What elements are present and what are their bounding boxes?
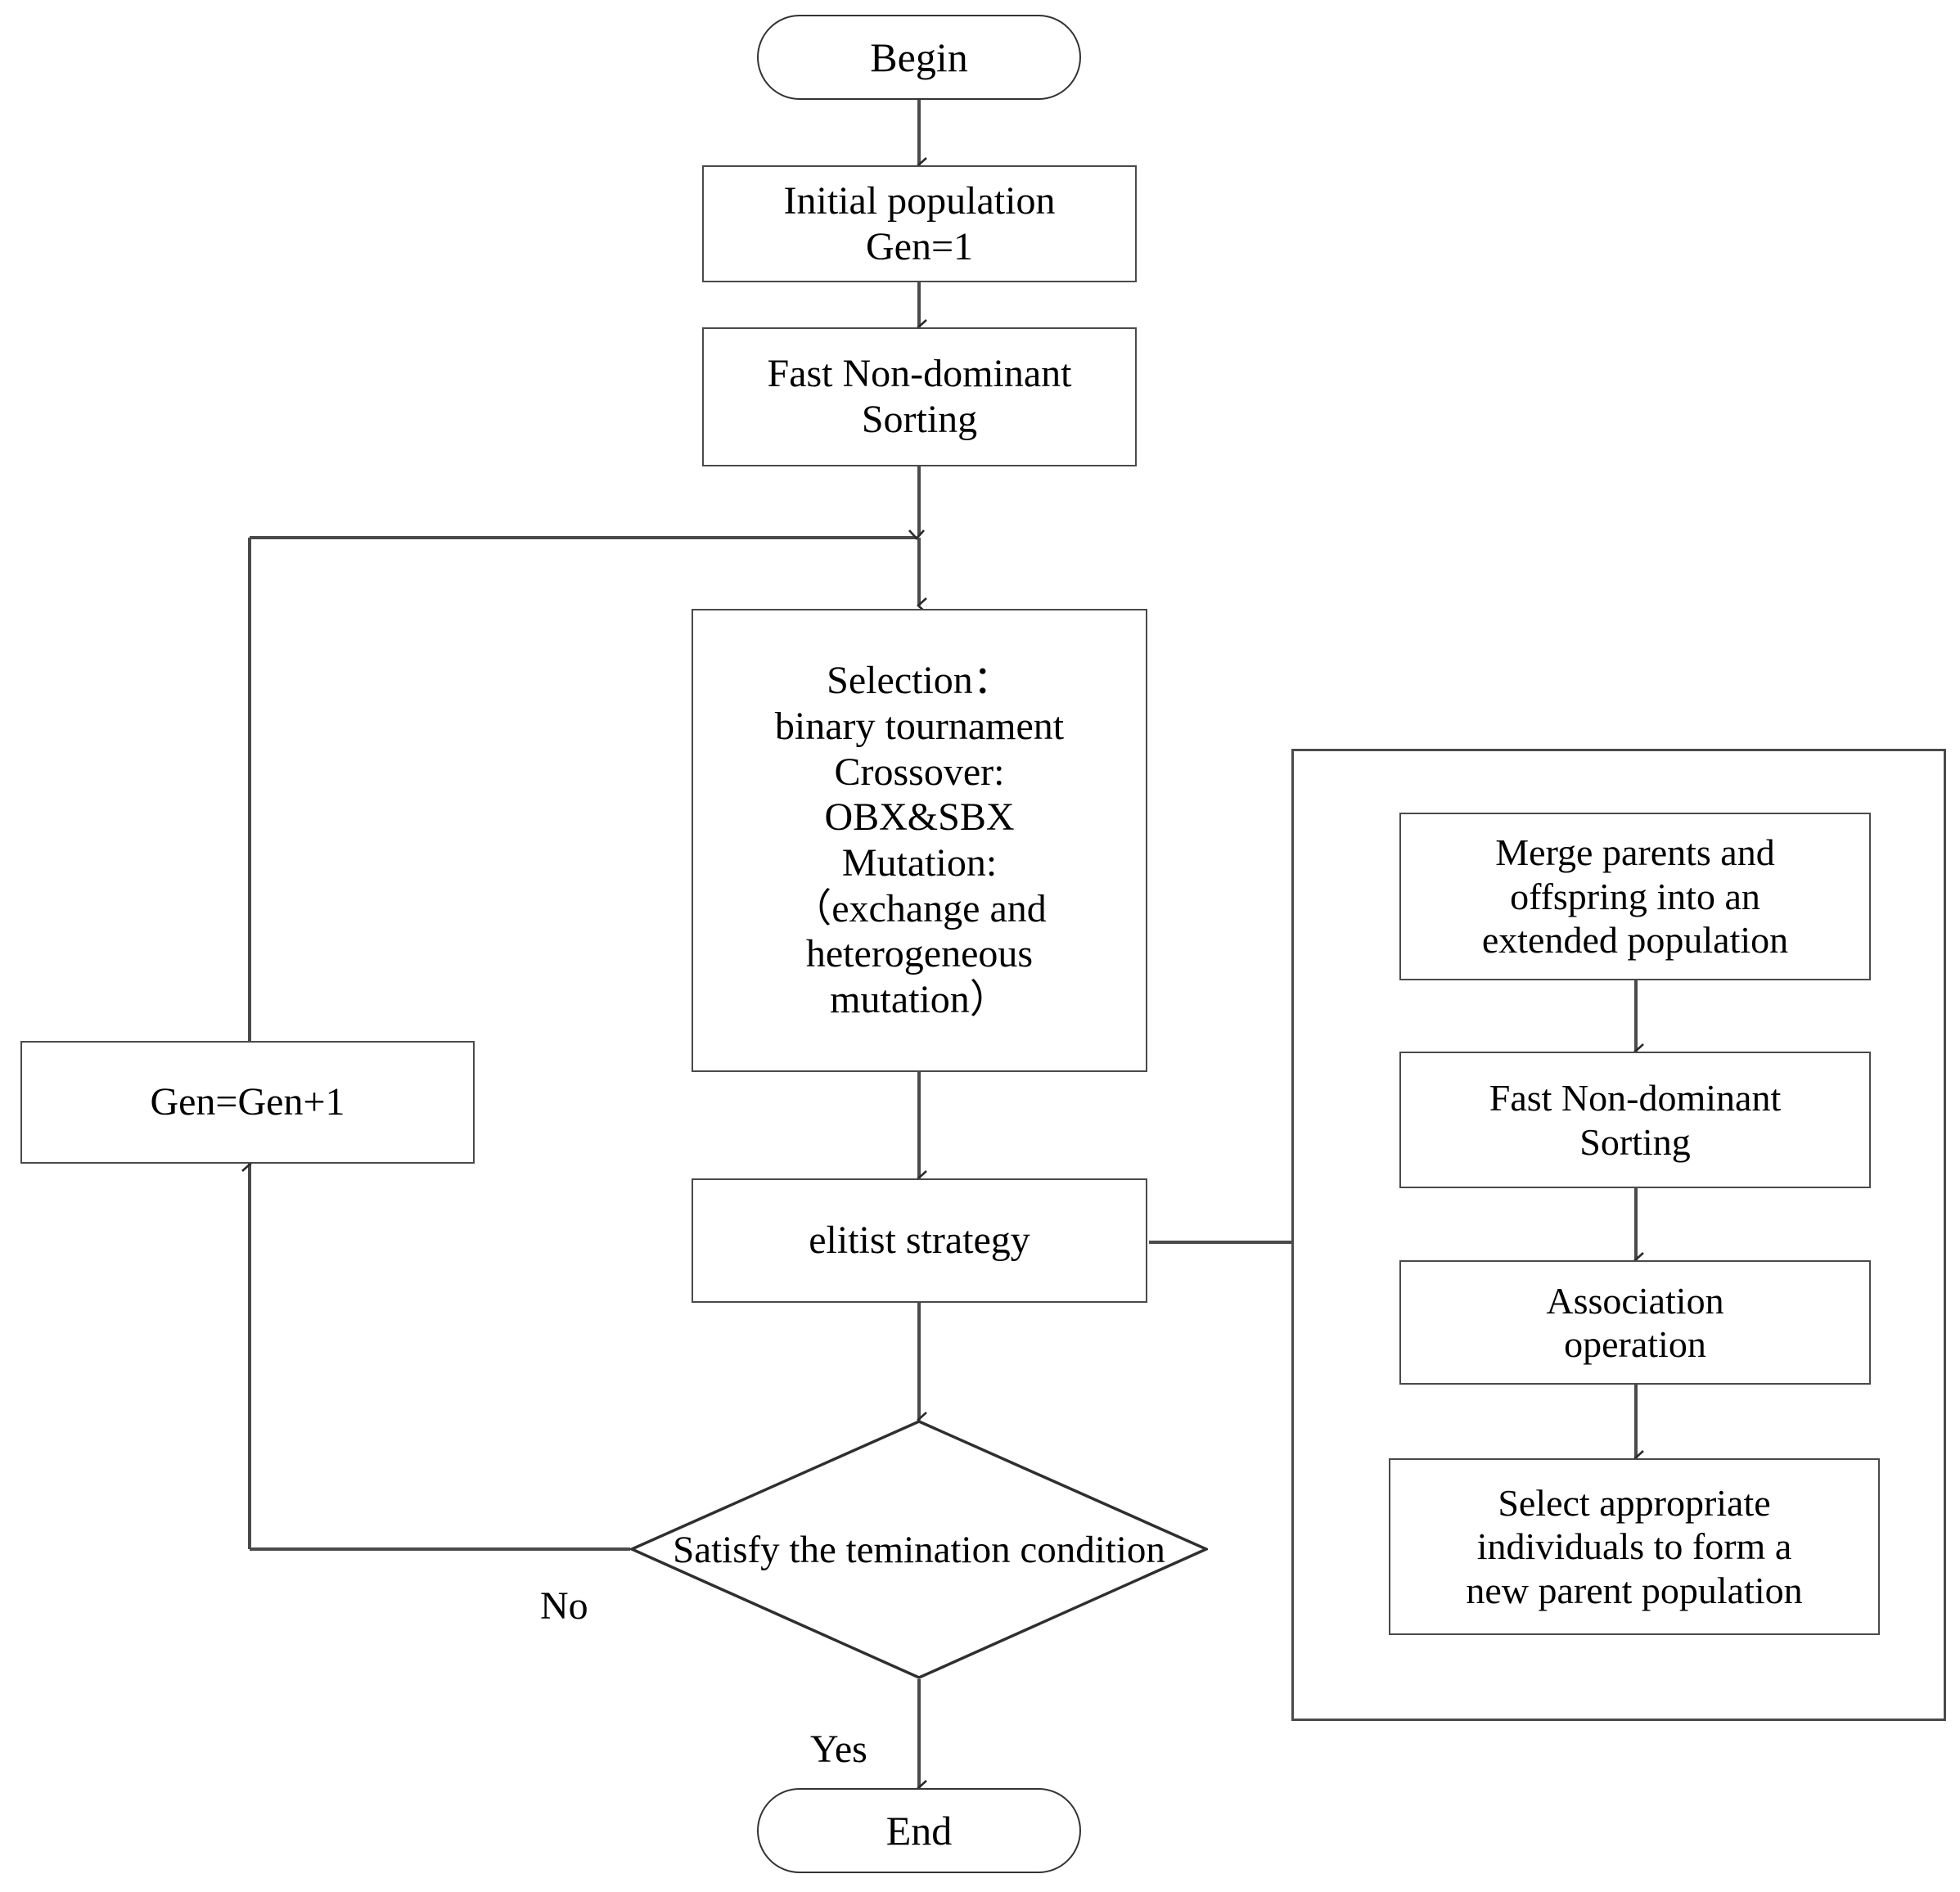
node-genetic-operators[interactable]: Selection： binary tournament Crossover: … xyxy=(692,609,1147,1072)
node-association-operation[interactable]: Association operation xyxy=(1399,1260,1871,1385)
node-gen-increment-label: Gen=Gen+1 xyxy=(150,1080,345,1124)
node-initial-population[interactable]: Initial population Gen=1 xyxy=(702,165,1137,282)
node-fast-nondominant-sorting-main[interactable]: Fast Non-dominant Sorting xyxy=(702,327,1137,466)
node-initial-population-label: Initial population Gen=1 xyxy=(783,178,1056,268)
node-termination-check[interactable]: Satisfy the temination condition xyxy=(630,1420,1208,1679)
node-fast-nondominant-sorting-main-label: Fast Non-dominant Sorting xyxy=(767,352,1072,441)
edge-label-yes: Yes xyxy=(810,1728,867,1771)
node-select-individuals-label: Select appropriate individuals to form a… xyxy=(1466,1481,1803,1611)
edge-label-no: No xyxy=(540,1584,588,1628)
node-end-label: End xyxy=(885,1808,953,1854)
node-fast-nondominant-sorting-sub-label: Fast Non-dominant Sorting xyxy=(1489,1077,1782,1163)
node-termination-check-label: Satisfy the temination condition xyxy=(673,1528,1165,1571)
node-fast-nondominant-sorting-sub[interactable]: Fast Non-dominant Sorting xyxy=(1399,1052,1871,1188)
node-end[interactable]: End xyxy=(757,1788,1081,1873)
node-merge-populations[interactable]: Merge parents and offspring into an exte… xyxy=(1399,813,1871,980)
node-association-operation-label: Association operation xyxy=(1546,1279,1724,1365)
node-begin-label: Begin xyxy=(870,34,968,80)
elitist-strategy-subprocess-container xyxy=(1291,749,1946,1721)
decision-diamond-shape xyxy=(630,1420,1208,1679)
node-merge-populations-label: Merge parents and offspring into an exte… xyxy=(1481,831,1789,962)
node-elitist-strategy[interactable]: elitist strategy xyxy=(692,1178,1147,1303)
node-gen-increment[interactable]: Gen=Gen+1 xyxy=(20,1041,475,1164)
node-genetic-operators-label: Selection： binary tournament Crossover: … xyxy=(774,659,1065,1022)
node-elitist-strategy-label: elitist strategy xyxy=(809,1219,1030,1263)
node-select-individuals[interactable]: Select appropriate individuals to form a… xyxy=(1389,1458,1880,1635)
node-begin[interactable]: Begin xyxy=(757,15,1081,100)
